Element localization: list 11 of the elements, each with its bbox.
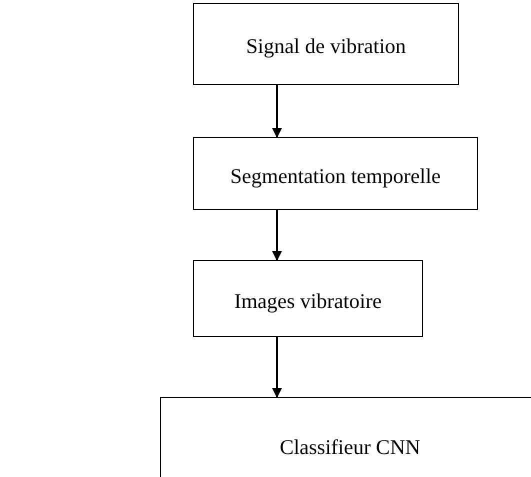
arrow [272, 85, 282, 138]
process-box [193, 3, 459, 85]
box-label: Signal de vibration [246, 33, 406, 59]
arrow [272, 337, 282, 398]
process-box [160, 397, 531, 477]
arrow [272, 210, 282, 261]
box-label: Classifieur CNN [280, 434, 420, 460]
box-label: Segmentation temporelle [230, 162, 441, 188]
process-box [193, 260, 423, 337]
box-label: Images vibratoire [234, 288, 382, 314]
process-box [193, 137, 478, 210]
